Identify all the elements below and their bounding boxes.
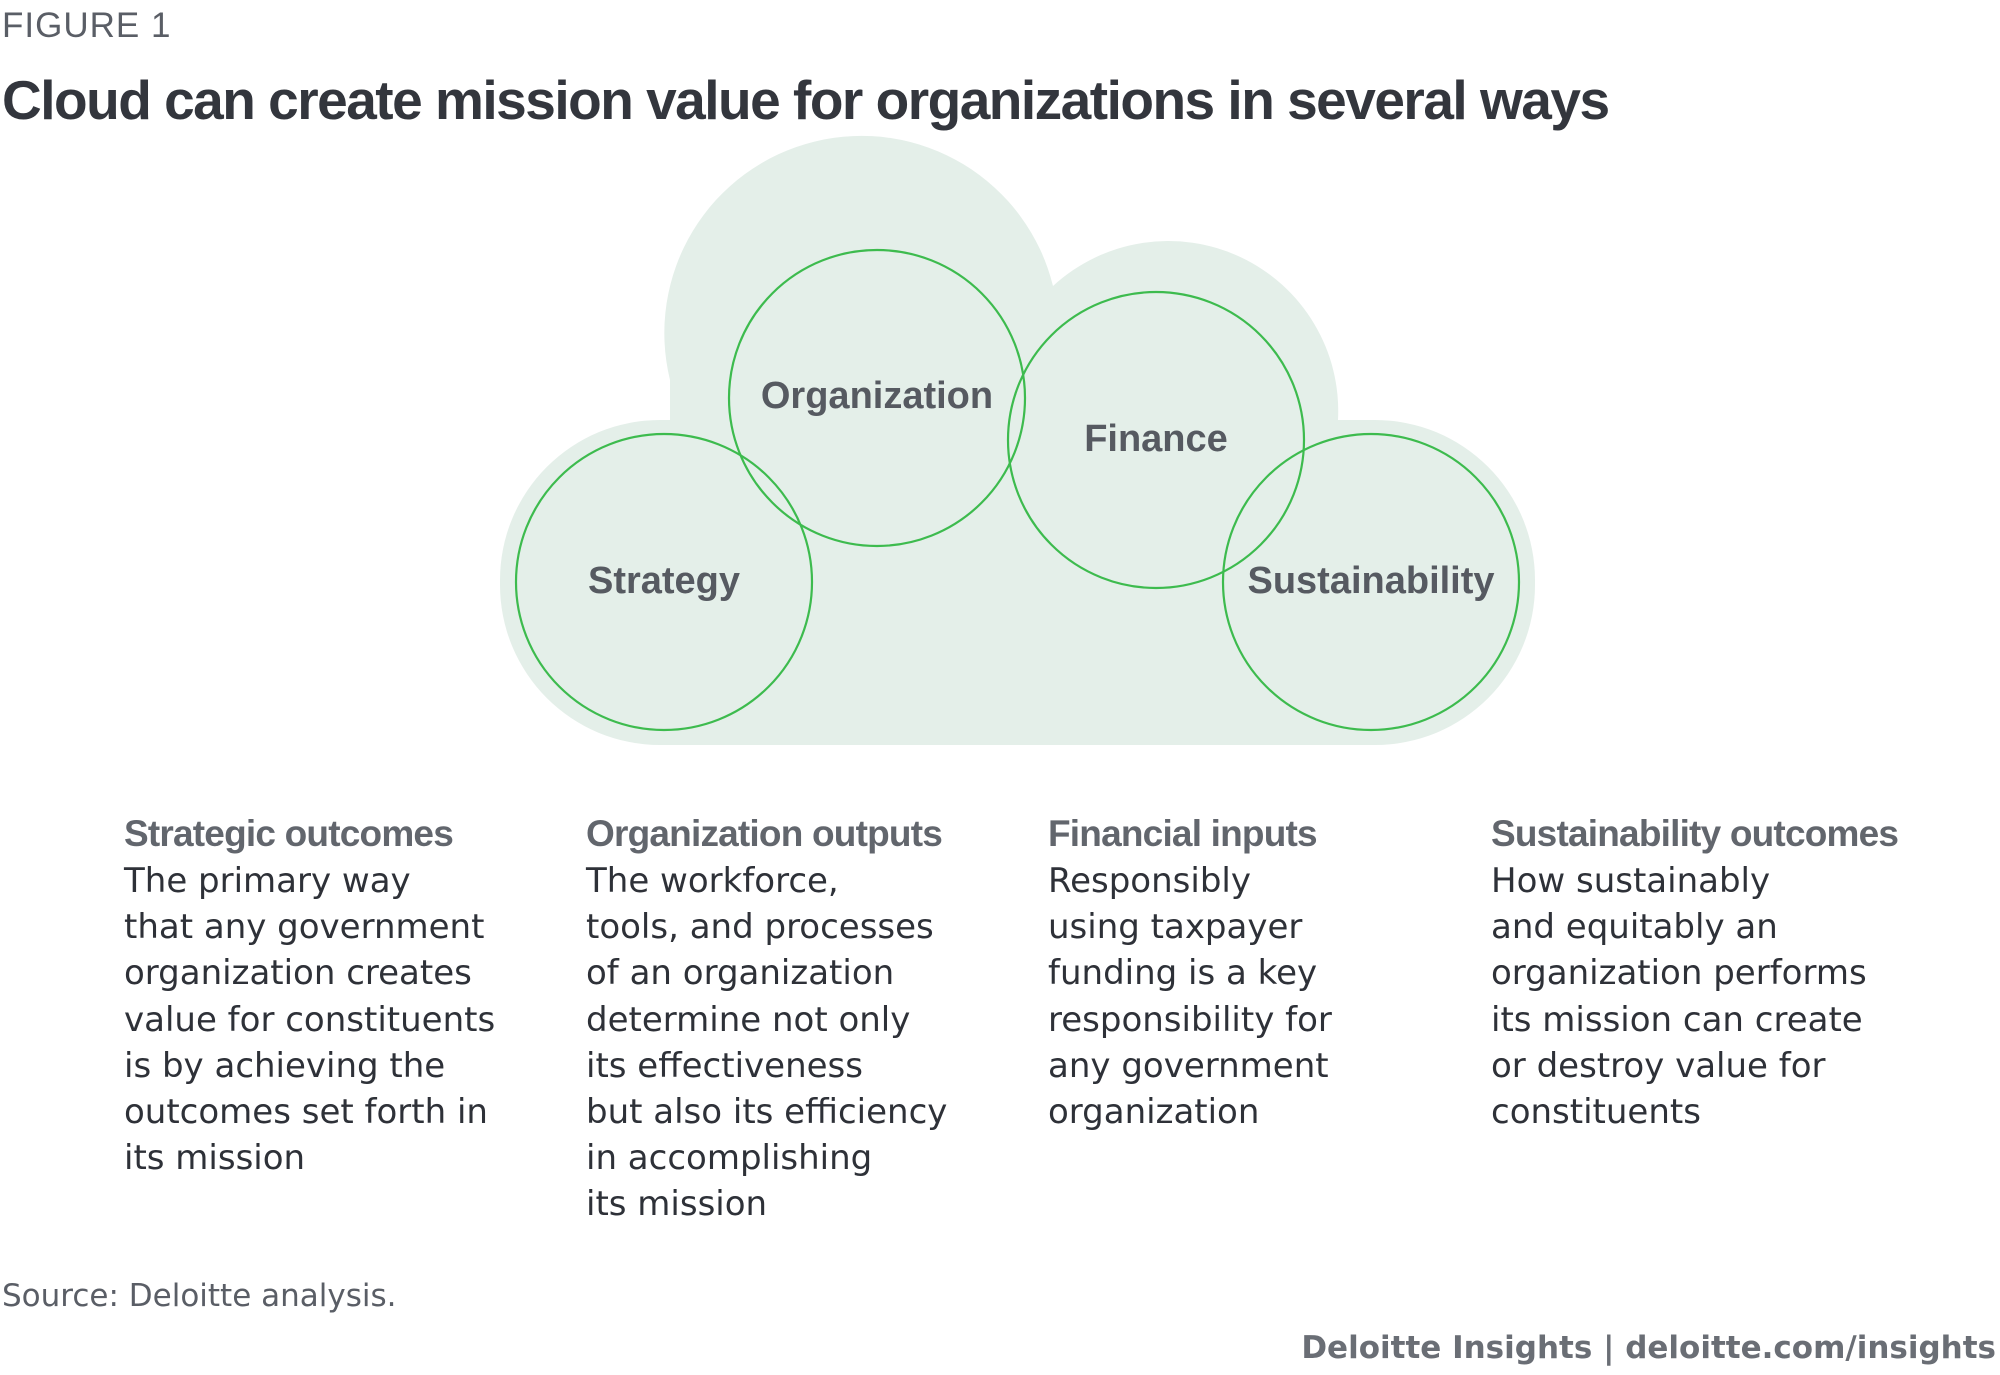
footer-credit: Deloitte Insights | deloitte.com/insight… xyxy=(1301,1330,1996,1366)
figure-title: Cloud can create mission value for organ… xyxy=(2,69,1610,131)
column-financial-inputs: Financial inputs Responsibly using taxpa… xyxy=(1048,810,1332,1135)
column-heading: Organization outputs xyxy=(586,813,943,854)
column-body: The primary way that any government orga… xyxy=(124,861,496,1179)
strategy-circle xyxy=(514,432,814,732)
sustainability-label: Sustainability xyxy=(1247,560,1494,602)
sustainability-circle xyxy=(1221,432,1521,732)
figure-label: FIGURE 1 xyxy=(2,6,172,45)
column-body: How sustainably and equitably an organiz… xyxy=(1491,861,1867,1133)
column-strategic-outcomes: Strategic outcomes The primary way that … xyxy=(124,810,495,1181)
column-body: The workforce, tools, and processes of a… xyxy=(586,861,948,1225)
source-note: Source: Deloitte analysis. xyxy=(2,1278,397,1314)
column-sustainability-outcomes: Sustainability outcomes How sustainably … xyxy=(1491,810,1899,1135)
column-heading: Financial inputs xyxy=(1048,813,1318,854)
organization-circle xyxy=(727,248,1027,548)
cloud-diagram: Strategy Organization Finance Sustainabi… xyxy=(500,135,1535,745)
finance-circle xyxy=(1006,290,1306,590)
finance-label: Finance xyxy=(1084,418,1228,460)
column-heading: Strategic outcomes xyxy=(124,813,454,854)
cloud-base xyxy=(500,135,1535,745)
column-organization-outputs: Organization outputs The workforce, tool… xyxy=(586,810,947,1228)
strategy-label: Strategy xyxy=(588,560,740,602)
organization-label: Organization xyxy=(761,375,993,417)
column-heading: Sustainability outcomes xyxy=(1491,813,1899,854)
column-body: Responsibly using taxpayer funding is a … xyxy=(1048,861,1332,1133)
cloud-shape xyxy=(500,135,1535,745)
